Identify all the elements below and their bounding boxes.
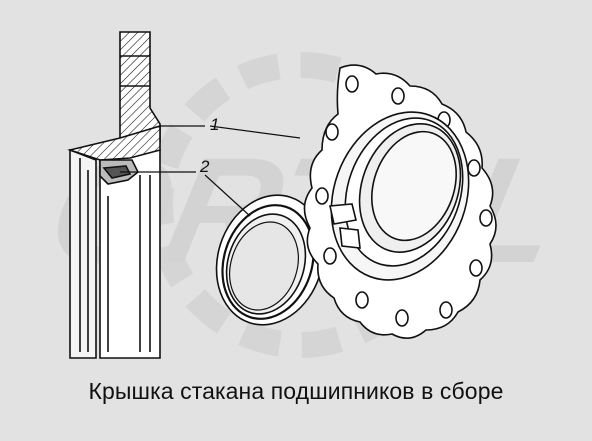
callout-leaders xyxy=(120,125,301,217)
housing-section xyxy=(67,31,161,359)
callout-2: 2 xyxy=(199,157,210,176)
callout-1: 1 xyxy=(210,115,219,134)
seal-ring xyxy=(215,194,325,326)
cover-flange xyxy=(303,64,497,339)
figure-caption: Крышка стакана подшипников в сборе xyxy=(88,378,504,404)
